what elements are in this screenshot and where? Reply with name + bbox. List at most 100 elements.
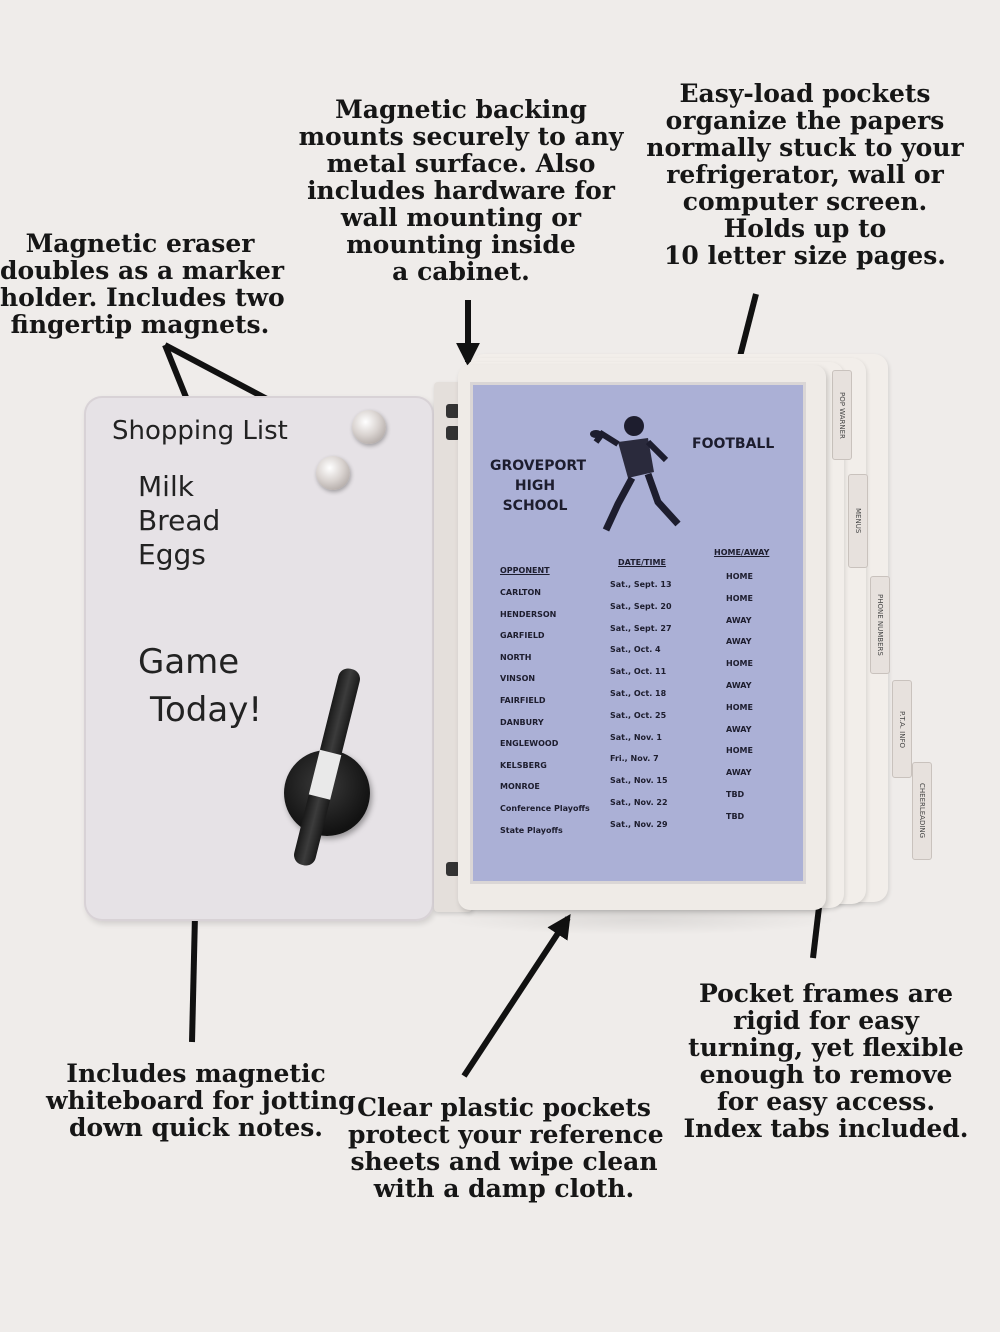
schedule-opponent: State Playoffs — [500, 825, 563, 835]
callout-line: Magnetic eraser — [25, 229, 255, 258]
callout-line: wall mounting or — [340, 203, 582, 232]
callout-line: turning, yet flexible — [688, 1033, 964, 1062]
schedule-date: Sat., Oct. 18 — [610, 689, 667, 698]
schedule-opponent: CARLTON — [500, 588, 541, 597]
schedule-home-away: AWAY — [726, 637, 752, 647]
schedule-date: Sat., Sept. 13 — [610, 580, 672, 589]
schedule-home-away: AWAY — [726, 768, 752, 778]
column-header-date: DATE/TIME — [618, 558, 666, 567]
holder-shadow — [440, 905, 840, 935]
school-name: GROVEPORT — [490, 458, 587, 474]
callout-line: metal surface. Also — [326, 149, 596, 178]
schedule-opponent: NORTH — [500, 652, 532, 662]
callout-line: organize the papers — [665, 106, 945, 135]
callout-clear-plastic: Clear plastic pockets protect your refer… — [348, 1093, 664, 1203]
schedule-opponent: KELSBERG — [500, 760, 547, 770]
callout-line: mounting inside — [346, 230, 576, 259]
schedule-opponent: DANBURY — [500, 717, 544, 727]
whiteboard-item: Bread — [138, 504, 221, 537]
schedule-opponent: GARFIELD — [500, 631, 545, 641]
schedule-opponent: VINSON — [500, 674, 536, 684]
schedule-home-away: TBD — [726, 811, 745, 821]
schedule-home-away: HOME — [726, 746, 753, 756]
column-header-opponent: OPPONENT — [500, 566, 550, 575]
school-name: SCHOOL — [502, 498, 568, 514]
whiteboard-title: Shopping List — [112, 416, 288, 446]
callout-line: rigid for easy — [733, 1006, 919, 1035]
callout-easy-load: Easy-load pockets organize the papers no… — [640, 80, 970, 269]
whiteboard — [84, 396, 434, 921]
reference-sheet: GROVEPORT HIGH SCHOOL FOOTBALL OPPONENT … — [470, 382, 806, 884]
whiteboard-note: Today! — [150, 690, 262, 730]
schedule-home-away: AWAY — [726, 615, 752, 625]
schedule-opponent: MONROE — [500, 782, 540, 792]
schedule-home-away: AWAY — [726, 724, 752, 734]
schedule-date: Sat., Sept. 27 — [610, 623, 672, 633]
schedule-date: Sat., Nov. 15 — [610, 776, 668, 786]
callout-line: Magnetic backing — [335, 95, 587, 124]
schedule-opponent: HENDERSON — [500, 609, 557, 619]
callout-line: mounts securely to any — [298, 122, 624, 151]
schedule-date: Sat., Nov. 22 — [610, 798, 668, 807]
callout-line: refrigerator, wall or — [666, 160, 944, 189]
whiteboard-note: Game — [138, 642, 240, 682]
callout-line: Easy-load pockets — [679, 79, 931, 108]
callout-line: includes hardware for — [307, 176, 615, 205]
schedule-date: Sat., Nov. 29 — [610, 819, 668, 829]
whiteboard-item: Eggs — [138, 538, 206, 571]
schedule-home-away: HOME — [726, 572, 753, 581]
callout-line: protect your reference — [348, 1120, 664, 1149]
schedule-home-away: HOME — [726, 702, 753, 712]
sport-title: FOOTBALL — [692, 436, 775, 452]
hinge — [446, 426, 460, 440]
index-tab[interactable]: CHEERLEADING — [912, 762, 932, 860]
fingertip-magnet[interactable] — [352, 410, 386, 444]
fingertip-magnet[interactable] — [316, 456, 350, 490]
callout-line: down quick notes. — [68, 1113, 324, 1142]
schedule-home-away: HOME — [726, 659, 753, 669]
callout-line: enough to remove — [699, 1060, 953, 1089]
callout-line: for easy access. — [716, 1087, 936, 1116]
schedule-home-away: AWAY — [726, 681, 752, 690]
hinge — [446, 404, 460, 418]
callout-line: Holds up to — [723, 214, 887, 243]
callout-line: Includes magnetic — [66, 1059, 326, 1088]
callout-line: sheets and wipe clean — [350, 1147, 658, 1176]
schedule-opponent: FAIRFIELD — [500, 696, 546, 705]
schedule-opponent: Conference Playoffs — [500, 804, 590, 813]
callout-eraser: Magnetic eraser doubles as a marker hold… — [0, 229, 285, 339]
callout-whiteboard: Includes magnetic whiteboard for jotting… — [46, 1059, 356, 1142]
school-name: HIGH — [514, 478, 556, 494]
schedule-date: Sat., Oct. 25 — [610, 710, 667, 720]
callout-line: Index tabs included. — [683, 1114, 969, 1143]
arrow-clear-plastic — [461, 913, 571, 1078]
callout-line: whiteboard for jotting — [46, 1086, 356, 1115]
index-tab[interactable]: POP WARNER — [832, 370, 852, 460]
football-player-icon — [590, 416, 681, 532]
schedule-date: Fri., Nov. 7 — [610, 754, 659, 764]
schedule-date: Sat., Oct. 11 — [610, 667, 667, 677]
callout-line: with a damp cloth. — [373, 1174, 635, 1203]
schedule-home-away: HOME — [726, 593, 753, 603]
callout-line: fingertip magnets. — [10, 310, 270, 339]
callout-line: Pocket frames are — [698, 979, 954, 1008]
callout-line: Clear plastic pockets — [357, 1093, 651, 1122]
callout-line: computer screen. — [682, 187, 928, 216]
index-tab[interactable]: P.T.A. INFO — [892, 680, 912, 778]
callout-line: holder. Includes two — [0, 283, 285, 312]
callout-magnetic-backing: Magnetic backing mounts securely to any … — [298, 96, 624, 285]
callout-line: doubles as a marker — [0, 256, 285, 285]
schedule-opponent: ENGLEWOOD — [500, 739, 559, 749]
callout-pocket-frames: Pocket frames are rigid for easy turning… — [676, 980, 976, 1142]
column-header-home-away: HOME/AWAY — [714, 548, 770, 557]
index-tab[interactable]: PHONE NUMBERS — [870, 576, 890, 674]
whiteboard-item: Milk — [138, 470, 194, 503]
index-tab[interactable]: MENUS — [848, 474, 868, 568]
schedule-date: Sat., Sept. 20 — [610, 601, 672, 611]
hinge — [446, 862, 460, 876]
callout-line: a cabinet. — [392, 257, 530, 286]
callout-line: normally stuck to your — [646, 133, 964, 162]
schedule-home-away: TBD — [726, 790, 745, 799]
schedule-date: Sat., Oct. 4 — [610, 645, 661, 655]
callout-line: 10 letter size pages. — [664, 241, 946, 270]
